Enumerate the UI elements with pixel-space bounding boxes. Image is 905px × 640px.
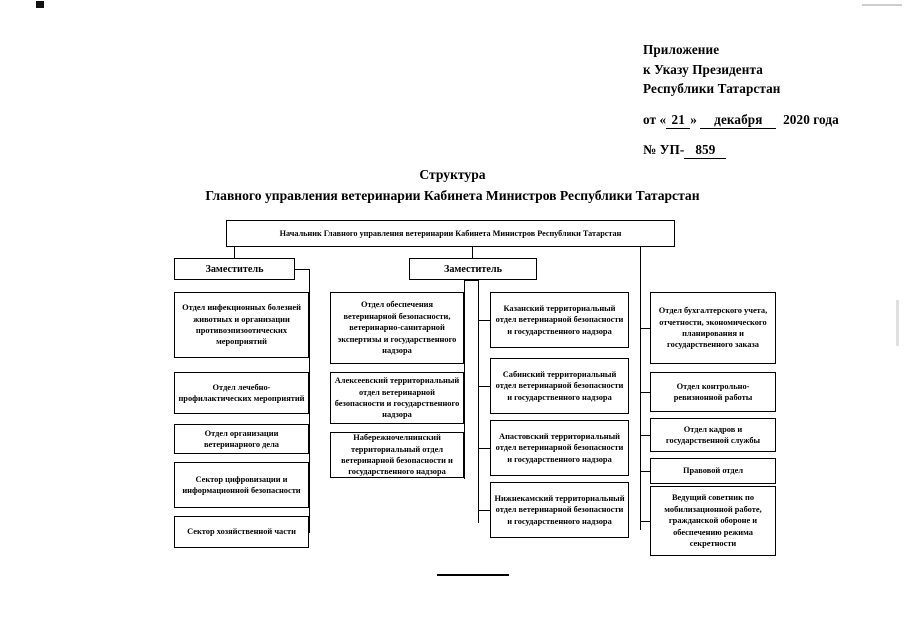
- connector-deputy-1-spine: [309, 269, 311, 533]
- connector-head-to-deputy-1: [234, 247, 236, 258]
- date-year-value: 2020 года: [783, 111, 839, 127]
- date-mid: »: [690, 111, 697, 127]
- org-node-deputy-2: Заместитель: [409, 258, 537, 280]
- document-header: Приложение к Указу Президента Республики…: [643, 40, 893, 160]
- org-node-c3-n4-label: Нижнекамский территориальный отдел ветер…: [494, 493, 625, 526]
- org-node-c3-n3-label: Апастовский территориальный отдел ветери…: [495, 431, 624, 464]
- org-node-c2-n1-label: Отдел обеспечения ветеринарной безопасно…: [337, 300, 457, 356]
- connector-c1-n2: [309, 393, 310, 395]
- connector-c4-n1: [640, 328, 651, 330]
- connector-head-right-spine: [640, 247, 642, 530]
- org-node-c3-n4: Нижнекамский территориальный отдел ветер…: [490, 482, 629, 538]
- org-node-c4-n5-label: Ведущий советник по мобилизационной рабо…: [664, 493, 762, 549]
- header-line-republic: Республики Татарстан: [643, 81, 781, 96]
- connector-head-to-deputy-2: [472, 247, 474, 258]
- connector-c4-n5: [640, 521, 651, 523]
- connector-c3-n4: [478, 510, 491, 512]
- number-prefix: № УП-: [643, 142, 685, 157]
- scan-artifact-top-right: [862, 4, 902, 6]
- connector-c2-n1: [464, 328, 465, 330]
- connector-column-3-spine-top: [472, 280, 479, 282]
- org-node-c1-n1-label: Отдел инфекционных болезней животных и о…: [182, 303, 301, 347]
- connector-c1-n5: [309, 532, 310, 534]
- org-node-c1-n3-label: Отдел организации ветеринарного дела: [204, 428, 279, 449]
- page-title: Структура Главного управления ветеринари…: [0, 166, 905, 205]
- org-node-c1-n3: Отдел организации ветеринарного дела: [174, 424, 309, 454]
- connector-c1-n4: [309, 485, 310, 487]
- date-prefix: от «: [643, 111, 667, 127]
- org-node-c1-n2-label: Отдел лечебно-профилактических мероприят…: [178, 382, 305, 403]
- org-node-c4-n2: Отдел контрольно-ревизионной работы: [650, 372, 776, 412]
- org-node-c4-n2-label: Отдел контрольно-ревизионной работы: [673, 381, 753, 402]
- org-node-c1-n2: Отдел лечебно-профилактических мероприят…: [174, 372, 309, 414]
- connector-column-2-spine: [464, 280, 466, 479]
- date-month-value: декабря: [700, 112, 777, 129]
- org-node-head-label: Начальник Главного управления ветеринари…: [279, 229, 622, 238]
- org-node-c2-n2-label: Алексеевский территориальный отдел ветер…: [334, 376, 460, 420]
- org-node-c1-n1: Отдел инфекционных болезней животных и о…: [174, 292, 309, 358]
- connector-c3-n2: [478, 386, 491, 388]
- org-node-deputy-2-label: Заместитель: [443, 263, 503, 275]
- org-node-c2-n1: Отдел обеспечения ветеринарной безопасно…: [330, 292, 464, 364]
- org-node-c4-n1-label: Отдел бухгалтерского учета, отчетности, …: [658, 306, 768, 350]
- header-line-appendix: Приложение: [643, 42, 720, 57]
- org-node-c4-n1: Отдел бухгалтерского учета, отчетности, …: [650, 292, 776, 364]
- connector-c4-n3: [640, 435, 651, 437]
- org-node-c3-n2: Сабинский территориальный отдел ветерина…: [490, 358, 629, 414]
- connector-c2-n3: [464, 455, 465, 457]
- scan-artifact-right-edge: [896, 300, 899, 346]
- date-day-value: 21: [666, 112, 691, 129]
- connector-c3-n3: [478, 448, 491, 450]
- org-node-c1-n4: Сектор цифровизации и информационной без…: [174, 462, 309, 508]
- title-line-structure: Структура: [419, 167, 486, 182]
- org-node-c3-n2-label: Сабинский территориальный отдел ветерина…: [495, 369, 624, 402]
- org-node-c3-n1-label: Казанский территориальный отдел ветерина…: [495, 303, 624, 336]
- org-node-c2-n3: Набережночелнинский территориальный отде…: [330, 432, 464, 478]
- connector-c1-n1: [309, 325, 310, 327]
- org-node-c4-n5: Ведущий советник по мобилизационной рабо…: [650, 486, 776, 556]
- connector-c4-n4: [640, 471, 651, 473]
- org-node-c4-n3-label: Отдел кадров и государственной службы: [665, 424, 761, 445]
- bottom-divider-rule: [437, 574, 509, 576]
- header-line-decree: к Указу Президента: [643, 61, 763, 77]
- header-number-line: № УП-859: [643, 140, 893, 160]
- org-node-c1-n4-label: Сектор цифровизации и информационной без…: [182, 474, 301, 495]
- connector-c2-n2: [464, 398, 465, 400]
- scan-artifact-top-left: [36, 1, 44, 8]
- org-node-head: Начальник Главного управления ветеринари…: [226, 220, 675, 247]
- org-node-c3-n1: Казанский территориальный отдел ветерина…: [490, 292, 629, 348]
- connector-c1-n3: [309, 439, 310, 441]
- connector-deputy-1-spine-top: [294, 269, 310, 271]
- org-node-c1-n5: Сектор хозяйственной части: [174, 516, 309, 548]
- connector-column-3-spine: [478, 280, 480, 523]
- connector-column-2-spine-top: [464, 280, 473, 282]
- org-node-deputy-1: Заместитель: [174, 258, 295, 280]
- org-node-c4-n4: Правовой отдел: [650, 458, 776, 484]
- org-node-c2-n3-label: Набережночелнинский территориальный отде…: [341, 433, 453, 477]
- number-value: 859: [684, 142, 727, 159]
- org-node-deputy-1-label: Заместитель: [205, 263, 264, 275]
- connector-c3-n1: [478, 320, 491, 322]
- org-node-c3-n3: Апастовский территориальный отдел ветери…: [490, 420, 629, 476]
- title-line-organization: Главного управления ветеринарии Кабинета…: [205, 188, 700, 203]
- org-node-c1-n5-label: Сектор хозяйственной части: [187, 527, 296, 537]
- org-node-c2-n2: Алексеевский территориальный отдел ветер…: [330, 372, 464, 424]
- connector-c4-n2: [640, 392, 651, 394]
- header-date-line: от «21» декабря 2020 года: [643, 110, 893, 130]
- org-node-c4-n4-label: Правовой отдел: [682, 466, 744, 476]
- org-node-c4-n3: Отдел кадров и государственной службы: [650, 418, 776, 452]
